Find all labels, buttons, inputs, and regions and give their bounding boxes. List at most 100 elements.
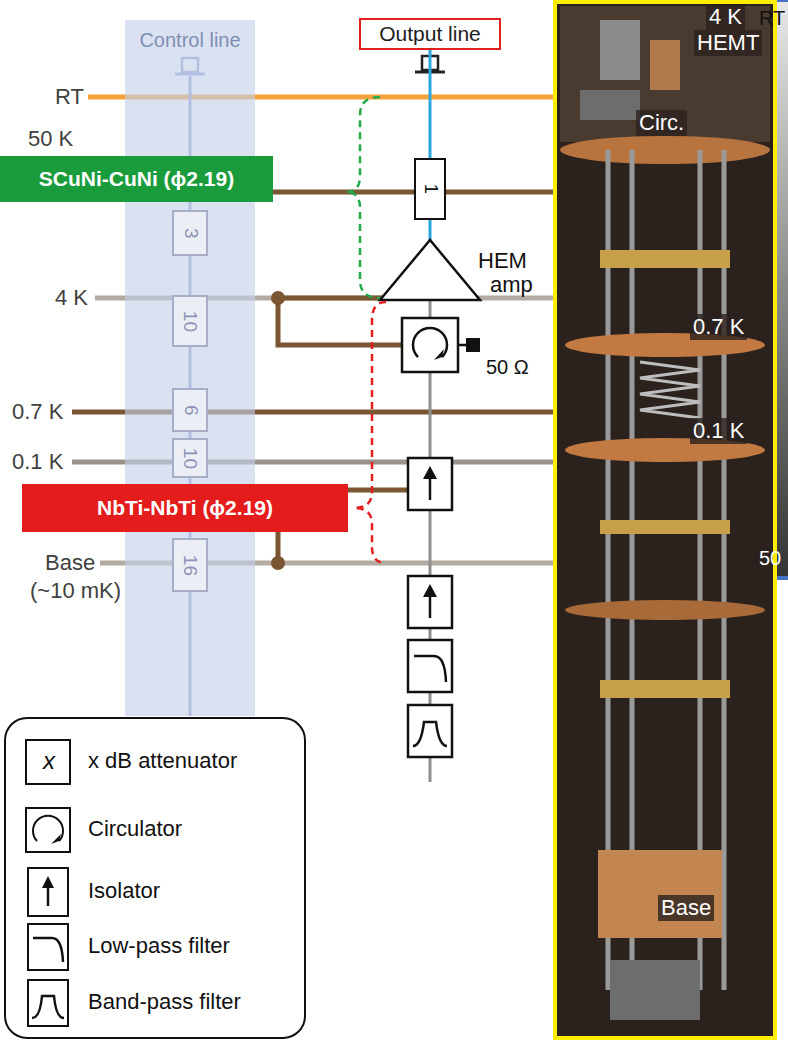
legend-entry: x dB attenuator <box>88 748 237 774</box>
circulator-symbol <box>434 349 444 360</box>
photo-label: 50 <box>759 546 781 570</box>
band-pass-filter-symbol <box>408 705 452 757</box>
band-heading: Control line <box>139 28 240 52</box>
stage-label: Base <box>45 550 95 576</box>
output-wire <box>429 372 432 458</box>
attenuator-box: 3 <box>172 210 208 256</box>
stage-note: (~10 mK) <box>30 578 121 604</box>
line-title-box: Output line <box>359 18 501 50</box>
legend-symbol <box>26 808 70 852</box>
isolator-symbol <box>408 576 452 628</box>
symbol-letter: x <box>43 747 55 776</box>
attenuation-value: 3 <box>179 228 202 239</box>
thermal-anchor <box>278 298 402 345</box>
line-title: Output line <box>379 21 481 46</box>
legend-text: Circulator <box>88 816 182 841</box>
legend-symbol <box>26 740 70 784</box>
low-pass-filter-symbol <box>408 640 452 692</box>
cryostat-photo <box>555 2 775 1038</box>
photo-label: RT <box>759 6 785 30</box>
attenuation-value: 16 <box>179 554 202 575</box>
cryostat-photo <box>610 960 700 1020</box>
photo-label: Circ. <box>636 110 687 136</box>
attenuator-box: 10 <box>172 438 208 478</box>
cryostat-photo <box>580 90 640 120</box>
signal-wire <box>429 50 432 158</box>
legend-entry: Isolator <box>88 878 160 904</box>
legend-text: Isolator <box>88 878 160 903</box>
cryostat-photo <box>560 136 770 164</box>
cryostat-photo <box>565 600 765 620</box>
attenuator-box: 1 <box>414 158 446 220</box>
stage-line <box>0 97 553 563</box>
legend-symbol <box>28 868 68 916</box>
hemt-amplifier-symbol <box>380 240 480 300</box>
cable-label: NbTi-NbTi (ϕ2.19) <box>97 495 273 520</box>
circulator-symbol <box>458 344 466 347</box>
cryostat-photo <box>598 850 722 938</box>
isolator-symbol <box>408 458 452 628</box>
control-line-band: Control line 3 10 6 10 16 <box>125 20 255 716</box>
low-pass-filter-symbol <box>408 640 452 692</box>
legend-symbol <box>32 996 64 1018</box>
cable-label: SCuNi-CuNi (ϕ2.19) <box>39 166 234 191</box>
attenuator-box: 6 <box>172 388 208 432</box>
cryostat-photo <box>640 362 700 418</box>
isolator-symbol <box>408 458 452 510</box>
legend-symbol <box>28 924 68 970</box>
cryostat-photo <box>600 680 730 698</box>
stage-label: 4 K <box>55 285 88 311</box>
photo-label: Base <box>658 895 714 921</box>
legend-entry: Low-pass filter <box>88 933 230 959</box>
stage-label: 0.1 K <box>12 449 63 475</box>
legend-text: x dB attenuator <box>88 748 237 773</box>
output-wire <box>429 757 432 782</box>
band-pass-filter-symbol <box>413 722 447 746</box>
legend-symbol <box>33 938 63 962</box>
low-pass-filter-symbol <box>414 656 446 682</box>
cable-bracket <box>346 97 380 298</box>
circulator-symbol <box>402 318 480 372</box>
cryostat-photo <box>600 250 730 268</box>
cryostat-photo <box>600 520 730 534</box>
legend-frame <box>5 718 305 1038</box>
cryostat-photo <box>600 20 640 80</box>
thermal-anchor <box>271 556 285 570</box>
cable-label-box: NbTi-NbTi (ϕ2.19) <box>22 484 348 532</box>
photo-label: 0.7 K <box>690 314 747 340</box>
cable-bracket <box>354 302 386 563</box>
attenuation-value: 6 <box>179 405 202 416</box>
attenuation-value: 1 <box>419 184 441 194</box>
attenuator-box: 16 <box>172 538 208 592</box>
photo-label: HEMT <box>694 30 762 56</box>
attenuation-value: 10 <box>179 447 202 468</box>
cable-label-box: SCuNi-CuNi (ϕ2.19) <box>0 156 273 202</box>
circulator-symbol <box>466 338 480 352</box>
circulator-symbol <box>402 318 458 372</box>
termination-label: 50 Ω <box>486 355 529 379</box>
output-wire <box>429 628 432 640</box>
isolator-symbol <box>423 466 437 479</box>
cryostat-photo <box>650 40 680 90</box>
legend-entry: Band-pass filter <box>88 989 241 1015</box>
output-wire <box>429 510 432 576</box>
band-pass-filter-symbol <box>408 705 452 757</box>
legend-symbol <box>42 876 54 888</box>
legend-symbol <box>51 834 61 844</box>
cable-bracket <box>346 97 386 563</box>
legend-symbol <box>26 740 70 1026</box>
photo-label: 4 K <box>706 4 745 30</box>
cryostat-photo <box>722 150 727 990</box>
legend-text: Low-pass filter <box>88 933 230 958</box>
stage-label: 0.7 K <box>12 399 63 425</box>
stage-label: RT <box>55 84 84 110</box>
amplifier-label: HEM <box>478 248 527 274</box>
attenuation-value: 10 <box>179 310 202 331</box>
attenuator-box: 10 <box>172 295 208 347</box>
stage-label: 50 K <box>28 126 73 152</box>
thermal-anchor <box>271 291 285 305</box>
isolator-symbol <box>423 584 437 597</box>
cryostat-photo <box>555 2 775 1038</box>
legend-text: Band-pass filter <box>88 989 241 1014</box>
